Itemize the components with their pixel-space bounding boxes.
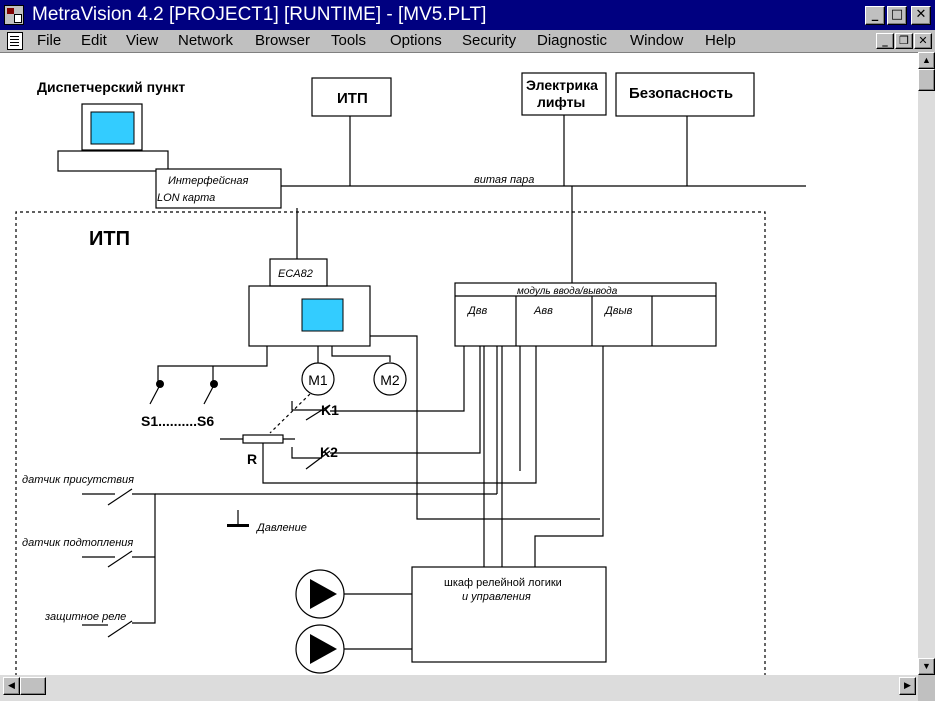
lon-card-label-2: LON карта [157, 192, 215, 204]
dispatcher-base [57, 150, 169, 172]
eca82-screen [301, 298, 344, 332]
menu-diagnostic[interactable]: Diagnostic [537, 32, 608, 49]
scroll-down-button[interactable]: ▼ [918, 658, 935, 675]
menu-tools[interactable]: Tools [331, 32, 367, 49]
network-diagram: Диспетчерский пункт ИТП Электрика лифты … [15, 72, 806, 675]
horizontal-scrollbar[interactable]: ◀ ▶ [0, 675, 918, 701]
lon-card-label-1: Интерфейсная [168, 175, 249, 187]
io-module-label: модуль ввода/вывода [517, 286, 618, 297]
doc-minimize-button[interactable]: _ [876, 33, 894, 49]
security-box [615, 72, 755, 117]
pressure-label: Давление [255, 522, 307, 534]
cabinet-label-1: шкаф релейной логики [444, 577, 562, 589]
close-button[interactable]: ✕ [911, 6, 931, 25]
dispatcher-screen [90, 111, 135, 145]
doc-close-button[interactable]: ✕ [914, 33, 932, 49]
cabinet-label-2: и управления [462, 591, 531, 603]
eca82-box [248, 285, 371, 347]
itp-area-title: ИТП [89, 228, 130, 250]
switch-s6 [210, 380, 218, 388]
menu-help[interactable]: Help [705, 32, 736, 49]
menu-network[interactable]: Network [178, 32, 234, 49]
scroll-right-button[interactable]: ▶ [899, 677, 916, 695]
switch-s1 [156, 380, 164, 388]
menu-edit[interactable]: Edit [81, 32, 107, 49]
dispatcher-monitor [81, 103, 143, 151]
motor-m2 [373, 362, 407, 396]
electrics-label-2: лифты [537, 94, 585, 110]
io-module-box [454, 282, 717, 347]
motor-m1 [301, 362, 335, 396]
relay-cabinet-box [411, 566, 607, 663]
r-label: R [247, 451, 257, 467]
security-label: Безопасность [629, 85, 733, 102]
window-title: MetraVision 4.2 [PROJECT1] [RUNTIME] - [… [32, 4, 487, 25]
io-avv-label: Авв [533, 305, 553, 317]
menu-security[interactable]: Security [462, 32, 517, 49]
itp-box-label: ИТП [337, 90, 368, 107]
pump-1-triangle [310, 579, 337, 609]
lon-card-box [155, 168, 282, 209]
k2-label: K2 [320, 444, 338, 460]
sensor-presence-label: датчик присутствия [22, 474, 134, 486]
maximize-button[interactable]: □ [887, 6, 907, 25]
vertical-scrollbar[interactable]: ▲ ▼ [918, 52, 935, 675]
diagram-canvas: Диспетчерский пункт ИТП Электрика лифты … [0, 52, 918, 675]
menu-browser[interactable]: Browser [255, 32, 311, 49]
sensor-flood-label: датчик подтопления [22, 537, 133, 549]
electrics-label-1: Электрика [526, 77, 598, 93]
menu-options[interactable]: Options [390, 32, 442, 49]
io-dvv-label: Двв [466, 305, 487, 317]
m2-label: M2 [380, 372, 400, 388]
eca82-label: ECA82 [278, 268, 313, 280]
protective-relay-label: защитное реле [44, 611, 126, 623]
itp-box [311, 77, 392, 117]
pressure-sensor-symbol [227, 524, 249, 527]
menu-bar [0, 30, 935, 52]
io-dvyv-label: Двыв [603, 305, 633, 317]
vertical-scroll-thumb[interactable] [918, 69, 935, 91]
scroll-left-button[interactable]: ◀ [3, 677, 20, 695]
m1-label: M1 [308, 372, 328, 388]
app-icon[interactable] [4, 5, 24, 25]
switches-label: S1..........S6 [141, 413, 214, 429]
resistor-r [242, 434, 284, 444]
scroll-up-button[interactable]: ▲ [918, 52, 935, 69]
twisted-pair-label: витая пара [474, 174, 534, 186]
minimize-button[interactable]: _ [865, 6, 885, 25]
doc-restore-button[interactable]: ❐ [895, 33, 913, 49]
horizontal-scroll-thumb[interactable] [20, 677, 46, 695]
pump-2-triangle [310, 634, 337, 664]
menu-view[interactable]: View [126, 32, 159, 49]
menu-window[interactable]: Window [630, 32, 684, 49]
k1-label: K1 [321, 402, 339, 418]
menu-file[interactable]: File [37, 32, 62, 49]
dispatcher-label: Диспетчерский пункт [37, 79, 185, 95]
itp-area-border [15, 211, 766, 675]
document-icon[interactable] [7, 32, 23, 50]
title-bar: MetraVision 4.2 [PROJECT1] [RUNTIME] - [… [0, 0, 935, 30]
scrollbar-corner [918, 675, 935, 701]
